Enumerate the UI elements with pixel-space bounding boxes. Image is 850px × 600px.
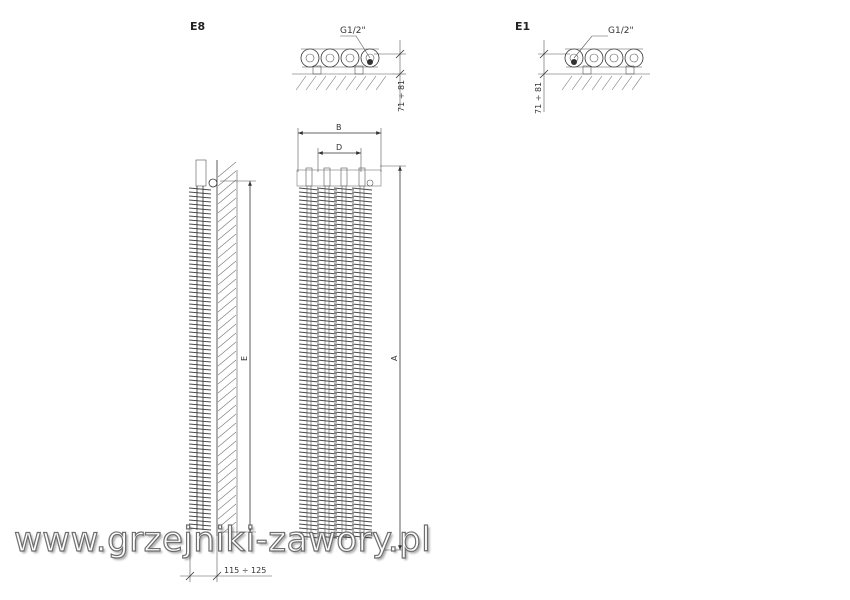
e1-connection-label: G1/2"	[608, 26, 634, 36]
e8-connection-label: G1/2"	[340, 26, 366, 36]
e8-side-view: E 115 ÷ 125	[180, 159, 272, 582]
dim-b-label: B	[336, 123, 342, 132]
e8-title: E8	[190, 20, 205, 33]
dim-e-label: E	[240, 356, 249, 361]
side-wall-hatch	[217, 161, 238, 538]
front-column-3	[333, 167, 355, 540]
dim-d-label: D	[336, 143, 342, 152]
watermark: www.grzejniki-zawory.pl	[13, 519, 432, 560]
e1-top-wall-hatch	[556, 73, 650, 91]
front-column-4	[351, 167, 373, 540]
e1-top-view: E1 G1/2" 71 ÷ 81	[515, 20, 650, 114]
side-radiator-fins	[188, 187, 212, 531]
e8-top-view: E8 G1/2"	[190, 20, 406, 112]
dim-a-label: A	[390, 355, 399, 361]
e1-title: E1	[515, 20, 530, 33]
front-column-1	[298, 167, 320, 540]
e1-top-tubes	[564, 48, 644, 68]
front-radiator-columns	[296, 167, 382, 540]
e8-top-tubes	[300, 48, 380, 68]
e8-front-view: B D A	[296, 123, 406, 551]
e8-top-wall-hatch	[292, 73, 392, 91]
e1-mount-range: 71 ÷ 81	[534, 82, 543, 114]
front-column-2	[316, 167, 338, 540]
wall-distance-label: 115 ÷ 125	[224, 566, 266, 575]
e8-mount-range: 71 ÷ 81	[397, 80, 406, 112]
